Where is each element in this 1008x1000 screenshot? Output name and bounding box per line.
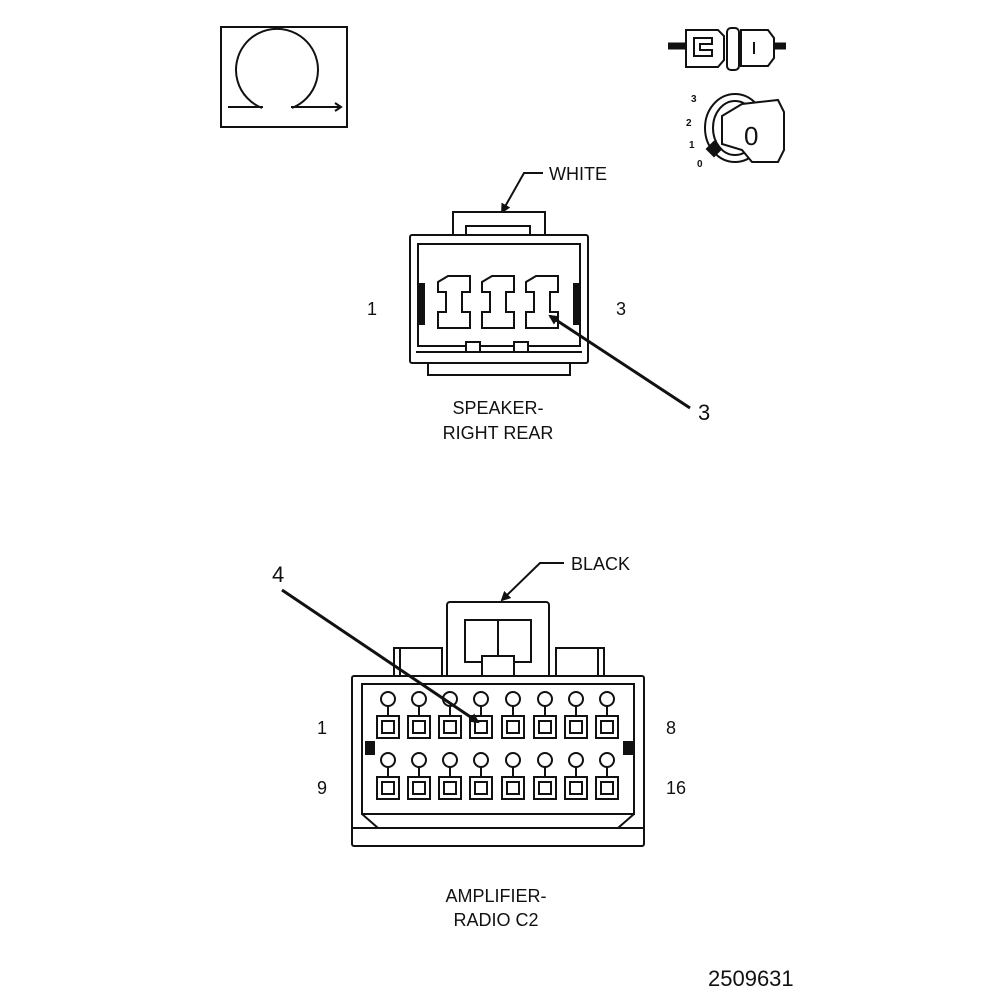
amplifier-pin-16: 16	[666, 778, 686, 798]
terminal-7	[564, 691, 588, 739]
speaker-pin-last: 3	[616, 299, 626, 319]
terminal-10	[407, 752, 431, 800]
terminal-12	[469, 752, 493, 800]
ignition-position-1: 1	[689, 140, 695, 151]
ignition-position-2: 2	[686, 118, 692, 129]
amplifier-callout-number: 4	[272, 562, 284, 587]
terminal-16	[595, 752, 619, 800]
terminal-6	[533, 691, 557, 739]
speaker-callout-number: 3	[698, 400, 710, 425]
amplifier-pin-8: 8	[666, 718, 676, 738]
amplifier-title-line2: RADIO C2	[453, 910, 538, 930]
amplifier-terminal-row-1	[376, 691, 619, 739]
amplifier-color-label: BLACK	[571, 554, 630, 574]
ignition-key-label: 0	[744, 121, 758, 151]
terminal-8	[595, 691, 619, 739]
ignition-position-3: 3	[691, 94, 697, 105]
speaker-cavity-1	[437, 275, 471, 329]
speaker-cavity-2	[481, 275, 515, 329]
amplifier-color-leader	[500, 562, 564, 602]
amplifier-connector: BLACK	[272, 554, 686, 930]
amplifier-pin-9: 9	[317, 778, 327, 798]
terminal-1	[376, 691, 400, 739]
ignition-position-0: 0	[697, 159, 703, 170]
ohmmeter-icon	[220, 26, 348, 128]
speaker-title-line2: RIGHT REAR	[443, 423, 554, 443]
connector-icon	[668, 27, 786, 71]
figure-number: 2509631	[708, 966, 794, 991]
speaker-color-label: WHITE	[549, 164, 607, 184]
amplifier-callout-arrow	[281, 588, 480, 724]
amplifier-title-line1: AMPLIFIER-	[445, 886, 546, 906]
terminal-3	[438, 691, 462, 739]
speaker-callout-arrow	[548, 314, 691, 410]
terminal-11	[438, 752, 462, 800]
terminal-2	[407, 691, 431, 739]
amplifier-pin-1: 1	[317, 718, 327, 738]
terminal-15	[564, 752, 588, 800]
speaker-color-leader	[501, 172, 543, 214]
amplifier-terminal-row-2	[376, 752, 619, 800]
terminal-5	[501, 691, 525, 739]
speaker-connector: WHITE 1 3 3 SPEAKER- RI	[367, 164, 710, 443]
terminal-13	[501, 752, 525, 800]
terminal-4	[469, 691, 493, 739]
terminal-14	[533, 752, 557, 800]
speaker-title-line1: SPEAKER-	[452, 398, 543, 418]
ignition-key-icon: 3 2 1 0 0	[686, 93, 785, 170]
terminal-9	[376, 752, 400, 800]
speaker-pin-first: 1	[367, 299, 377, 319]
